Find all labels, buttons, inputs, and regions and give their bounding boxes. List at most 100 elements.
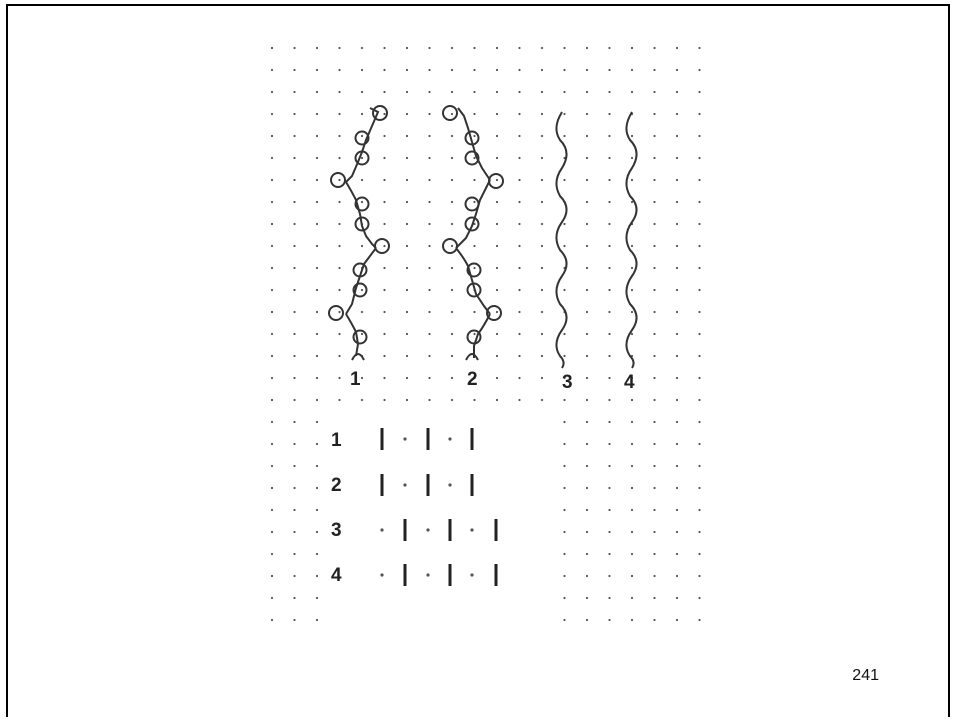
grid-dot [451, 289, 453, 291]
grid-dot [698, 531, 700, 533]
grid-dot [518, 355, 520, 357]
grid-dot [361, 91, 363, 93]
grid-dot [338, 399, 340, 401]
grid-dot [316, 377, 318, 379]
grid-dot [383, 135, 385, 137]
column-label-3: 3 [562, 373, 573, 392]
grid-dot [428, 355, 430, 357]
grid-dot [496, 69, 498, 71]
grid-dot [586, 509, 588, 511]
grid-dot [698, 69, 700, 71]
grid-dot [473, 245, 475, 247]
grid-dot [631, 465, 633, 467]
grid-dot [406, 267, 408, 269]
grid-dot [496, 113, 498, 115]
grid-dot [563, 597, 565, 599]
grid-dot [676, 619, 678, 621]
grid-dot [473, 179, 475, 181]
grid-dot [383, 333, 385, 335]
grid-dot [653, 355, 655, 357]
grid-dot [406, 245, 408, 247]
grid-dot [586, 443, 588, 445]
grid-dot [698, 377, 700, 379]
grid-dot [293, 575, 295, 577]
grid-dot [698, 245, 700, 247]
grid-dot [608, 465, 610, 467]
grid-dot [653, 509, 655, 511]
grid-dot [271, 487, 273, 489]
grid-dot [698, 487, 700, 489]
grid-dot [293, 157, 295, 159]
grid-dot [428, 289, 430, 291]
grid-dot [676, 201, 678, 203]
grid-dot [451, 135, 453, 137]
grid-dot [293, 553, 295, 555]
grid-dot [631, 91, 633, 93]
grid-dot [451, 91, 453, 93]
grid-dot [293, 597, 295, 599]
grid-dot [631, 421, 633, 423]
grid-dot [586, 619, 588, 621]
grid-dot [631, 245, 633, 247]
grid-dot [631, 135, 633, 137]
grid-dot [316, 509, 318, 511]
grid-dot [406, 113, 408, 115]
grid-dot [541, 333, 543, 335]
stitch-column-1-loops [329, 106, 389, 360]
grid-dot [608, 69, 610, 71]
grid-dot [473, 113, 475, 115]
grid-dot [653, 311, 655, 313]
grid-dot [448, 437, 451, 440]
grid-dot [473, 267, 475, 269]
grid-dot [676, 487, 678, 489]
grid-dot [496, 179, 498, 181]
grid-dot [316, 531, 318, 533]
grid-dot [631, 619, 633, 621]
grid-dot [293, 443, 295, 445]
grid-dot [428, 333, 430, 335]
row-label-3: 3 [331, 521, 342, 540]
grid-dot [293, 47, 295, 49]
grid-dot [473, 157, 475, 159]
grid-dot [271, 289, 273, 291]
grid-dot [563, 223, 565, 225]
grid-dot [653, 575, 655, 577]
grid-dot [316, 289, 318, 291]
grid-dot [316, 91, 318, 93]
grid-dot [608, 399, 610, 401]
grid-dot [698, 267, 700, 269]
grid-dot [383, 113, 385, 115]
grid-dot [383, 47, 385, 49]
grid-dot [451, 245, 453, 247]
grid-dot [608, 113, 610, 115]
grid-dot [518, 91, 520, 93]
grid-dot [541, 179, 543, 181]
grid-dot [541, 267, 543, 269]
grid-dot [383, 267, 385, 269]
grid-dot [406, 311, 408, 313]
grid-dot [541, 399, 543, 401]
grid-dot [518, 289, 520, 291]
grid-dot [653, 333, 655, 335]
grid-dot [631, 289, 633, 291]
grid-dot [338, 179, 340, 181]
grid-dot [698, 355, 700, 357]
grid-dot [383, 245, 385, 247]
grid-dot [316, 619, 318, 621]
grid-dot [563, 179, 565, 181]
grid-dot [496, 311, 498, 313]
grid-dot [451, 333, 453, 335]
grid-dot [698, 509, 700, 511]
grid-dot [631, 509, 633, 511]
grid-dot [698, 421, 700, 423]
grid-dot [451, 267, 453, 269]
grid-dot [518, 113, 520, 115]
grid-dot [383, 179, 385, 181]
grid-dot [473, 47, 475, 49]
column-label-2: 2 [467, 370, 478, 389]
grid-dot [271, 69, 273, 71]
grid-dot [518, 377, 520, 379]
grid-dot [586, 487, 588, 489]
grid-dot [608, 487, 610, 489]
